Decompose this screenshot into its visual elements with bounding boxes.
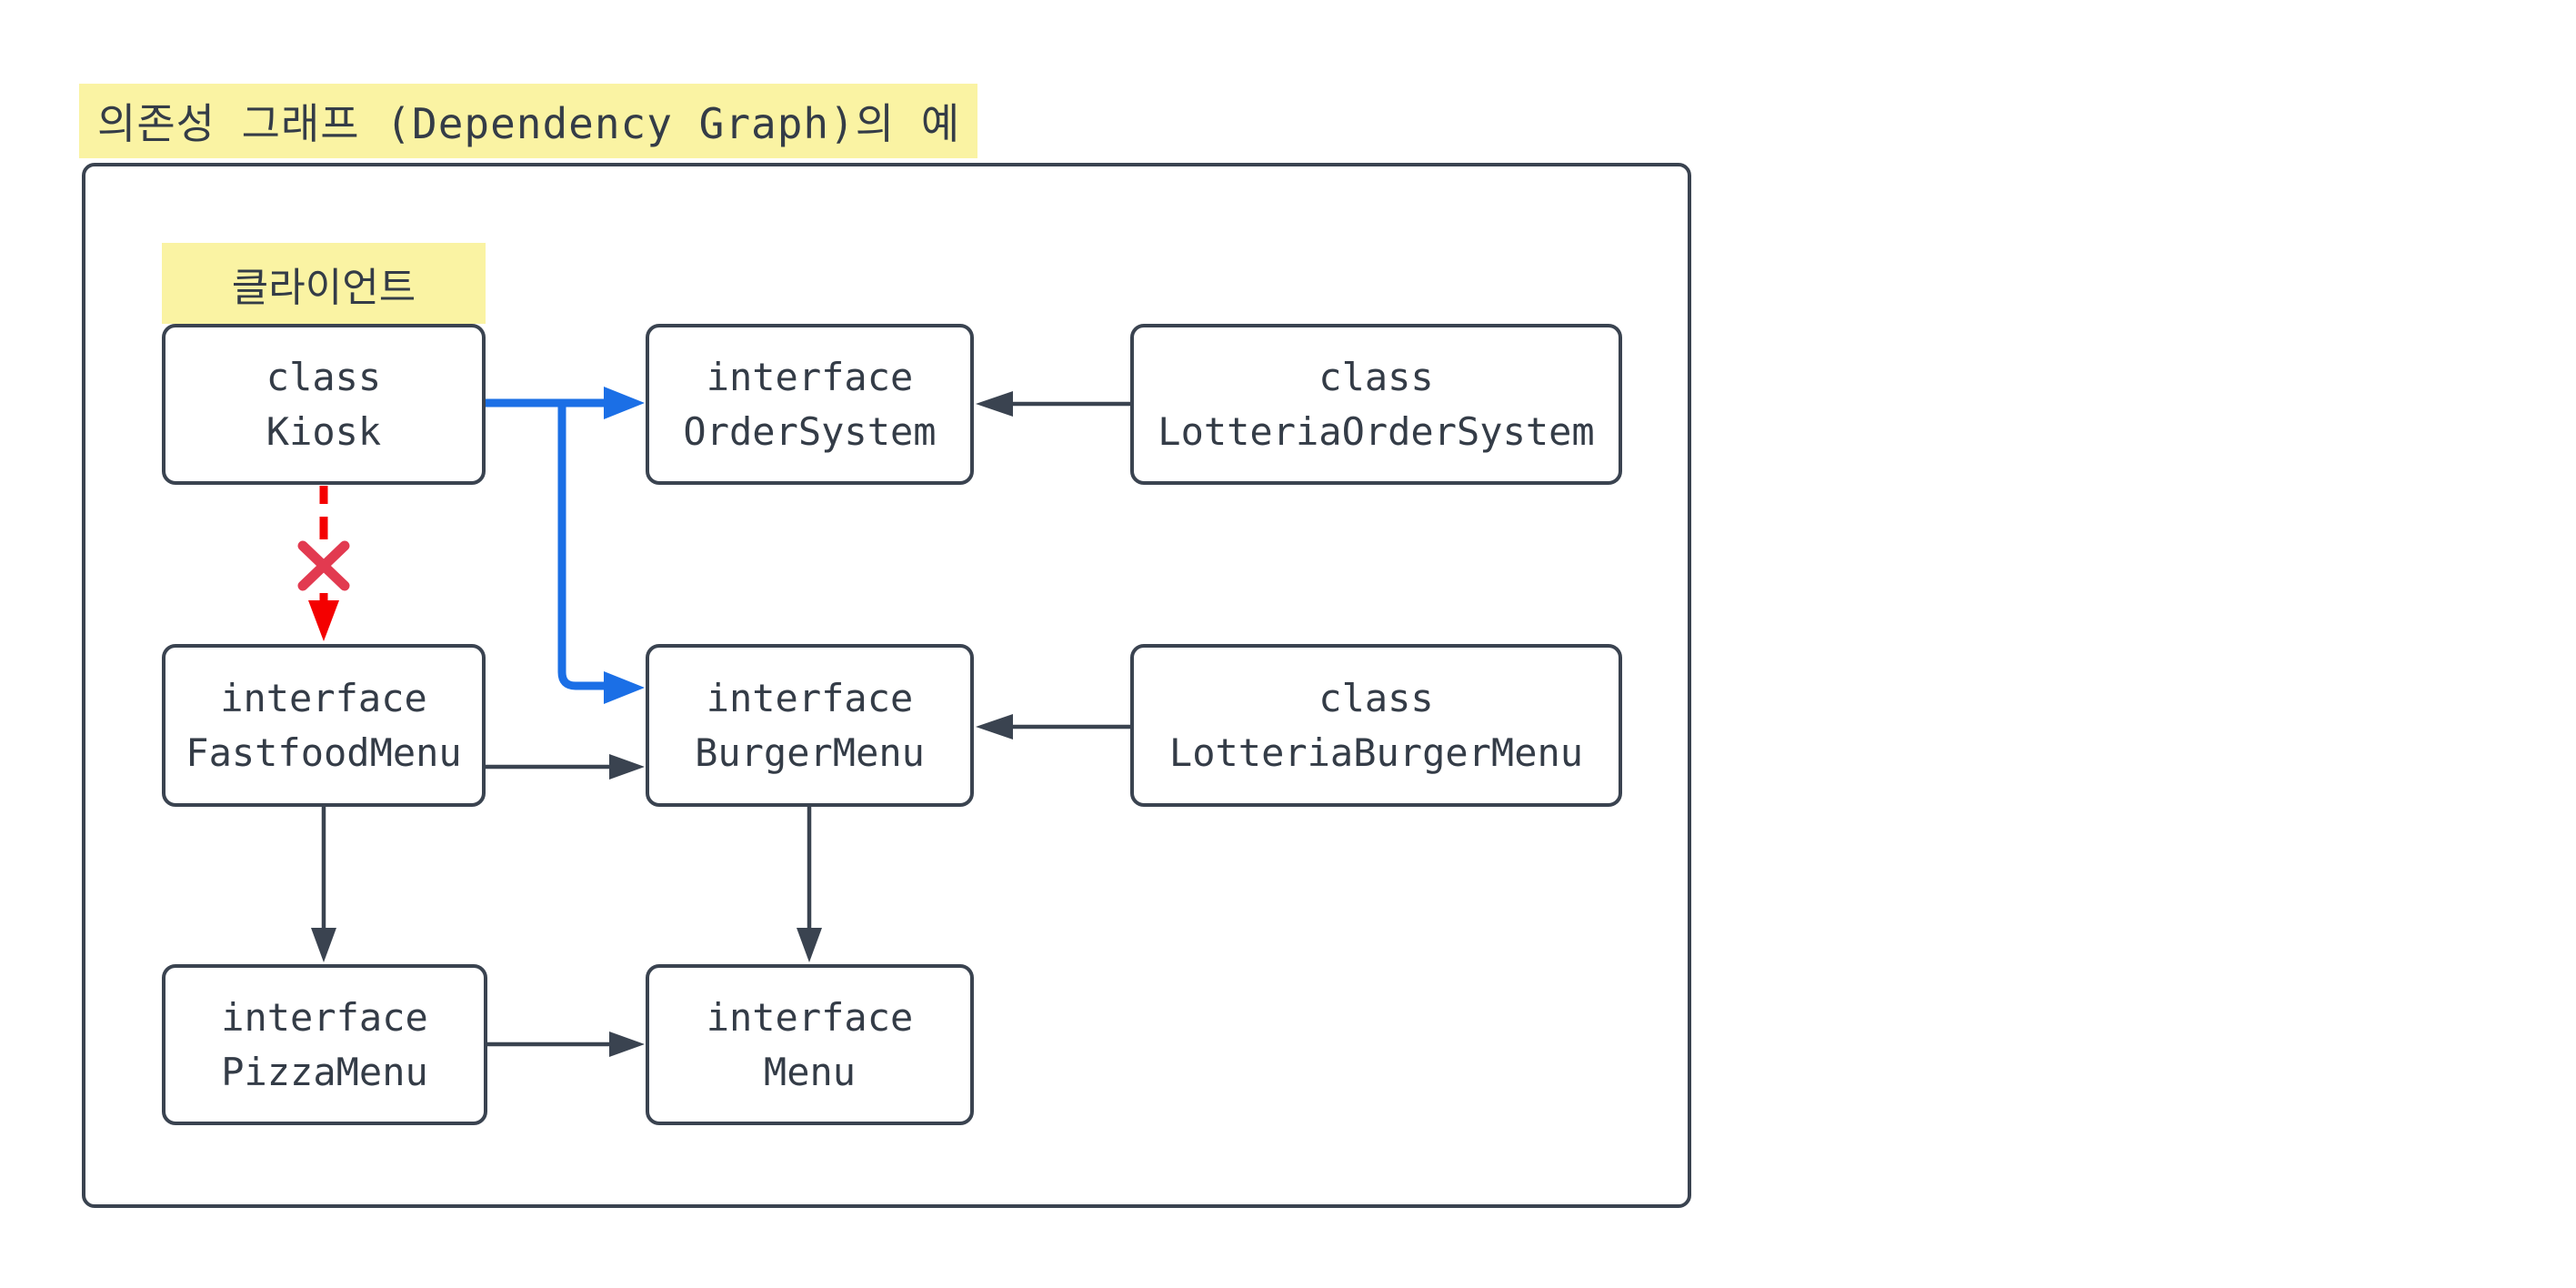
node-name: BurgerMenu xyxy=(695,730,925,775)
node-name: FastfoodMenu xyxy=(185,730,462,775)
node-kind: class xyxy=(266,354,382,399)
client-label: 클라이언트 xyxy=(231,264,416,311)
node-kind: interface xyxy=(706,994,914,1040)
arrowhead-fastfoodmenu-burgermenu xyxy=(609,754,645,780)
node-lotteria-burger-menu: class LotteriaBurgerMenu xyxy=(1130,644,1622,807)
node-fastfood-menu: interface FastfoodMenu xyxy=(162,644,486,807)
node-kind: class xyxy=(1318,354,1434,399)
arrowhead-kiosk-fastfoodmenu xyxy=(308,600,339,641)
node-name: Menu xyxy=(763,1049,857,1094)
node-kiosk: class Kiosk xyxy=(162,324,486,485)
node-pizza-menu: interface PizzaMenu xyxy=(162,964,487,1125)
node-kind: interface xyxy=(706,675,914,720)
node-name: Kiosk xyxy=(266,408,382,454)
node-kind: interface xyxy=(706,354,914,399)
node-name: PizzaMenu xyxy=(221,1049,428,1094)
node-burger-menu: interface BurgerMenu xyxy=(646,644,974,807)
node-kind: interface xyxy=(220,675,427,720)
arrowhead-pizzamenu-menu xyxy=(609,1031,645,1057)
arrowhead-burgermenu-menu xyxy=(797,928,822,962)
node-lotteria-order-system: class LotteriaOrderSystem xyxy=(1130,324,1622,485)
client-note: 클라이언트 xyxy=(162,243,486,324)
node-name: LotteriaOrderSystem xyxy=(1158,408,1595,454)
node-order-system: interface OrderSystem xyxy=(646,324,974,485)
arrowhead-kiosk-ordersystem xyxy=(604,387,645,419)
node-kind: class xyxy=(1318,675,1434,720)
arrowhead-kiosk-burgermenu xyxy=(604,671,645,704)
diagram-title: 의존성 그래프 (Dependency Graph)의 예 xyxy=(97,99,961,148)
node-menu: interface Menu xyxy=(646,964,974,1125)
arrowhead-fastfoodmenu-pizzamenu xyxy=(311,928,336,962)
arrowhead-lotteriaburgermenu-burgermenu xyxy=(976,714,1013,740)
cross-out-icon xyxy=(297,540,350,591)
node-kind: interface xyxy=(221,994,428,1040)
arrowhead-lotteriaordersystem-ordersystem xyxy=(976,391,1013,417)
node-name: LotteriaBurgerMenu xyxy=(1168,730,1584,775)
edge-kiosk-burgermenu xyxy=(557,403,604,690)
node-name: OrderSystem xyxy=(683,408,937,454)
diagram-title-note: 의존성 그래프 (Dependency Graph)의 예 xyxy=(79,84,977,158)
